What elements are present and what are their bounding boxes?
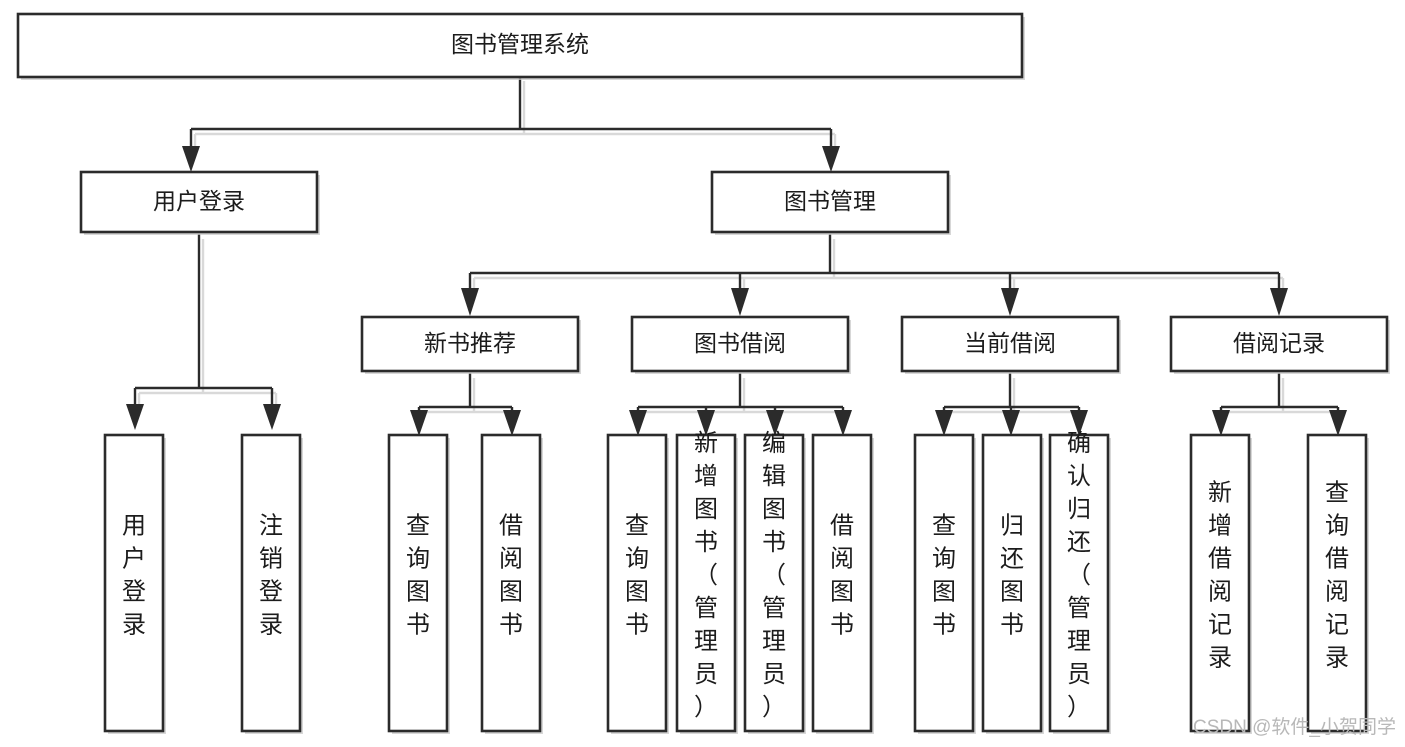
leaf-book-borrow-4[interactable]: 借阅图书 xyxy=(811,433,874,734)
node-root-label: 图书管理系统 xyxy=(451,31,589,57)
leaf-new-book-2[interactable]: 借阅图书 xyxy=(480,433,543,734)
leaf-new-book-1[interactable]: 查询图书 xyxy=(387,433,450,734)
node-borrow-record[interactable]: 借阅记录 xyxy=(1169,315,1390,374)
node-user-login-label: 用户登录 xyxy=(153,188,245,214)
node-current-borrow[interactable]: 当前借阅 xyxy=(900,315,1121,374)
leaf-book-borrow-3-label: 编辑图书（管理员） xyxy=(762,430,786,721)
arrow-bookborrow-leaf-3 xyxy=(766,410,784,436)
connector-root-bus xyxy=(189,76,833,148)
node-book-manage-label: 图书管理 xyxy=(784,188,876,214)
node-current-borrow-label: 当前借阅 xyxy=(964,330,1056,356)
csdn-watermark: CSDN @软件_小贺同学 xyxy=(1193,716,1396,738)
arrow-currentborrow-leaf-2 xyxy=(1002,410,1020,436)
node-new-book-recommend[interactable]: 新书推荐 xyxy=(360,315,581,374)
arrow-borrowrecord-leaf-2 xyxy=(1329,410,1347,436)
arrow-bookborrow-leaf-1 xyxy=(629,410,647,436)
leaf-book-borrow-3[interactable]: 编辑图书（管理员） xyxy=(743,430,806,734)
leaf-book-borrow-1[interactable]: 查询图书 xyxy=(606,433,669,734)
connector-borrow-record-bus xyxy=(1219,373,1340,412)
arrow-to-leaf-user-login xyxy=(126,404,144,430)
leaf-user-login-1[interactable]: 用户登录 xyxy=(103,433,166,734)
node-book-borrow[interactable]: 图书借阅 xyxy=(630,315,851,374)
leaf-current-borrow-3-label: 确认归还（管理员） xyxy=(1067,430,1091,721)
arrow-to-user-login xyxy=(182,146,200,172)
connector-user-login-bus xyxy=(133,234,274,406)
arrow-bookborrow-leaf-4 xyxy=(834,410,852,436)
leaf-borrow-record-2[interactable]: 查询借阅记录 xyxy=(1306,433,1369,734)
connector-new-book-bus xyxy=(417,373,514,412)
connector-book-manage-bus xyxy=(468,234,1281,290)
arrow-to-leaf-logout xyxy=(263,404,281,430)
node-book-manage[interactable]: 图书管理 xyxy=(710,170,951,235)
arrow-bookborrow-leaf-2 xyxy=(697,410,715,436)
connector-current-borrow-bus xyxy=(942,373,1081,412)
arrow-to-book-manage xyxy=(822,146,840,172)
leaf-current-borrow-1[interactable]: 查询图书 xyxy=(913,433,976,734)
leaf-book-borrow-4-label: 借阅图书 xyxy=(830,513,854,639)
arrow-newbook-leaf-1 xyxy=(410,410,428,436)
leaf-current-borrow-2[interactable]: 归还图书 xyxy=(981,433,1044,734)
node-user-login[interactable]: 用户登录 xyxy=(79,170,320,235)
leaf-new-book-2-label: 借阅图书 xyxy=(499,513,523,639)
node-book-borrow-label: 图书借阅 xyxy=(694,330,786,356)
leaf-current-borrow-1-label: 查询图书 xyxy=(932,513,956,639)
arrow-to-current-borrow xyxy=(1001,288,1019,316)
connector-book-borrow-bus xyxy=(636,373,845,412)
arrow-borrowrecord-leaf-1 xyxy=(1212,410,1230,436)
connector-layer xyxy=(126,76,1347,436)
leaf-book-borrow-2-label: 新增图书（管理员） xyxy=(694,430,718,721)
arrow-newbook-leaf-2 xyxy=(503,410,521,436)
leaf-borrow-record-1[interactable]: 新增借阅记录 xyxy=(1189,433,1252,734)
leaf-user-login-2[interactable]: 注销登录 xyxy=(240,433,303,734)
arrow-to-borrow-record xyxy=(1270,288,1288,316)
leaf-book-borrow-2[interactable]: 新增图书（管理员） xyxy=(675,430,738,734)
leaf-current-borrow-2-label: 归还图书 xyxy=(1000,513,1024,639)
arrow-currentborrow-leaf-1 xyxy=(935,410,953,436)
arrow-to-new-book xyxy=(461,288,479,316)
leaf-current-borrow-3[interactable]: 确认归还（管理员） xyxy=(1048,430,1111,734)
arrow-currentborrow-leaf-3 xyxy=(1070,410,1088,436)
node-new-book-recommend-label: 新书推荐 xyxy=(424,330,516,356)
leaf-borrow-record-1-label: 新增借阅记录 xyxy=(1208,480,1232,672)
leaf-borrow-record-2-label: 查询借阅记录 xyxy=(1325,480,1349,672)
leaf-new-book-1-label: 查询图书 xyxy=(406,513,430,639)
node-root[interactable]: 图书管理系统 xyxy=(16,12,1025,80)
leaf-user-login-2-label: 注销登录 xyxy=(259,513,283,639)
arrow-to-book-borrow xyxy=(731,288,749,316)
leaf-book-borrow-1-label: 查询图书 xyxy=(625,513,649,639)
node-borrow-record-label: 借阅记录 xyxy=(1233,330,1325,356)
leaf-user-login-1-label: 用户登录 xyxy=(122,513,146,639)
